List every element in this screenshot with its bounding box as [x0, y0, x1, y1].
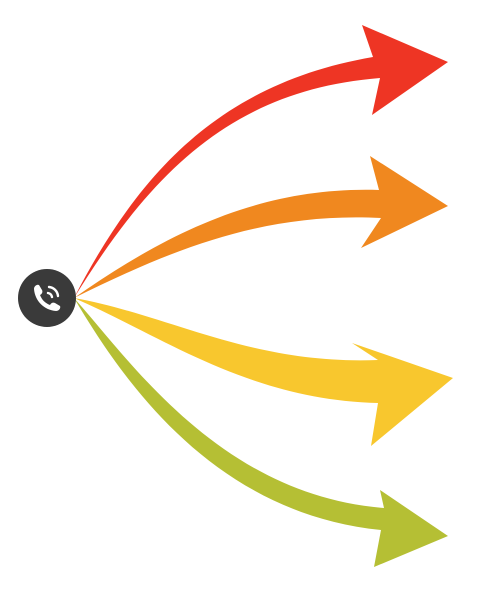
arrow-red: [74, 25, 448, 298]
phone-call-node: [18, 269, 76, 327]
call-wave-inner: [46, 291, 54, 299]
call-wave-outer: [47, 285, 60, 298]
arrow-orange: [74, 156, 448, 298]
handset-shape: [34, 284, 61, 311]
arrow-green: [74, 298, 448, 567]
arrow-yellow: [74, 298, 453, 446]
phone-call-icon: [34, 284, 61, 311]
source-circle: [18, 269, 76, 327]
